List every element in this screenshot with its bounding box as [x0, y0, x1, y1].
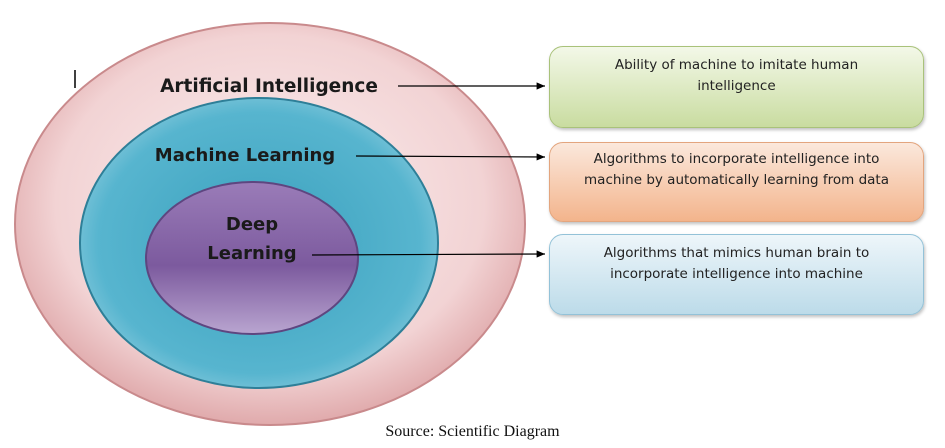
- ai-description-box: Ability of machine to imitate human inte…: [549, 46, 924, 128]
- ml-description-box: Algorithms to incorporate intelligence i…: [549, 142, 924, 222]
- ai-label: Artificial Intelligence: [160, 76, 378, 97]
- ml-arrow: [355, 153, 546, 161]
- dl-circle: [145, 181, 359, 335]
- source-caption: Source: Scientific Diagram: [385, 423, 560, 440]
- dl-description: Algorithms that mimics human brain to in…: [603, 245, 870, 282]
- ml-label: Machine Learning: [154, 145, 336, 166]
- dl-description-box: Algorithms that mimics human brain to in…: [549, 234, 924, 315]
- ai-description: Ability of machine to imitate human inte…: [614, 57, 859, 94]
- dl-label-line2: Learning: [207, 243, 297, 264]
- ml-description: Algorithms to incorporate intelligence i…: [584, 151, 889, 188]
- dl-label-line1: Deep: [225, 214, 279, 235]
- dl-arrow: [311, 250, 546, 258]
